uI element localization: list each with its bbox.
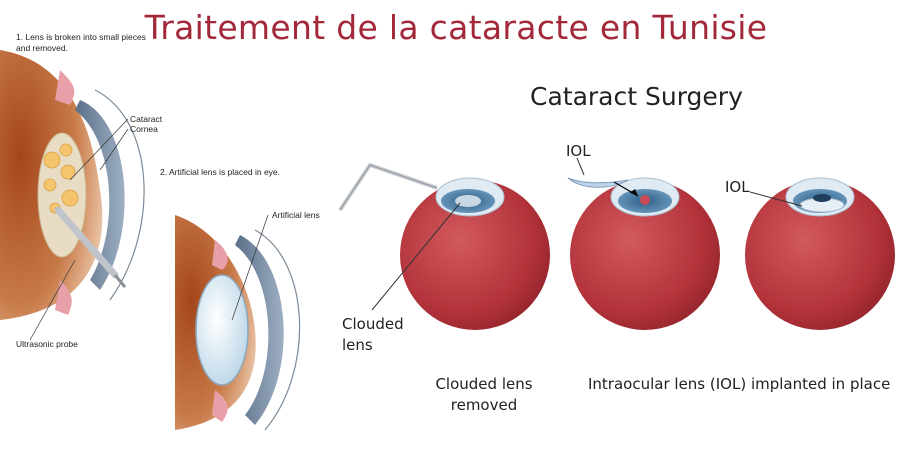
artificial-lens-shape [195, 274, 249, 386]
eyeball-2 [570, 177, 720, 330]
clouded-lens-label: Clouded lens [342, 315, 404, 354]
artificial-lens-label: Artificial lens [272, 210, 320, 220]
cataract-label: Cataract [130, 114, 163, 124]
caption-iol-implanted: Intraocular lens (IOL) implanted in plac… [588, 375, 891, 393]
surgery-illustration [338, 157, 895, 330]
cornea-label: Cornea [130, 124, 158, 134]
iol-label-2: IOL [725, 178, 750, 196]
page-title: Traitement de la cataracte en Tunisie [144, 8, 768, 47]
cornea-2 [235, 235, 284, 425]
right-surgery-diagram: IOL IOL Clouded lens Clouded lens remove… [332, 60, 912, 454]
eyeball-3 [745, 177, 895, 330]
anatomy-illustration [0, 50, 301, 431]
iol-implant [567, 177, 629, 188]
ultrasonic-probe-label: Ultrasonic probe [16, 339, 78, 349]
iol-label-1: IOL [566, 142, 591, 160]
cornea-1 [75, 100, 125, 290]
left-anatomy-diagram: 1. Lens is broken into small pieces and … [0, 30, 330, 434]
surgery-title: Cataract Surgery [530, 82, 743, 111]
surgical-probe [338, 163, 438, 212]
step2-label: 2. Artificial lens is placed in eye. [160, 167, 281, 177]
caption-clouded-lens-removed: Clouded lens removed [435, 375, 533, 414]
step1-label: 1. Lens is broken into small pieces and … [16, 32, 146, 53]
eyeball-1 [400, 177, 550, 330]
ultrasonic-probe [54, 206, 119, 279]
